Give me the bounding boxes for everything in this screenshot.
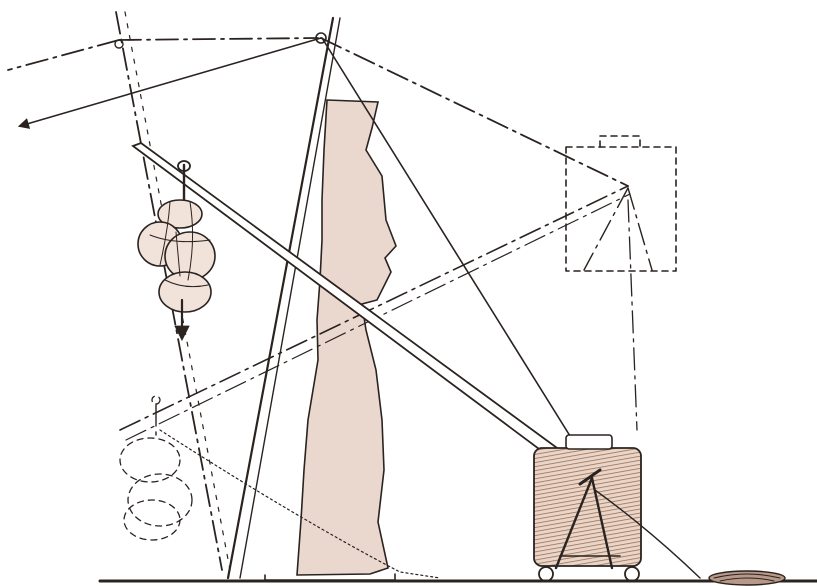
- lever-ghost-upper: [119, 185, 629, 431]
- rope-to-arrow: [17, 37, 322, 129]
- box-strut-left: [554, 476, 594, 570]
- counterweight-box-lid: [565, 434, 613, 450]
- ground-stake-rings: [713, 573, 781, 582]
- dashdot-rope-left: [7, 39, 120, 71]
- dashdot-rope-to-box: [320, 37, 629, 187]
- lever-clamp: [578, 468, 602, 486]
- box-ghost-drop: [627, 199, 638, 431]
- weight-ghost-stone-3: [123, 499, 181, 541]
- dashdot-rope-top: [118, 37, 319, 41]
- back-leg-ghost: [115, 11, 223, 571]
- moai-statue: [296, 99, 397, 576]
- weight-stone-4: [158, 271, 212, 313]
- wheel-left: [538, 566, 554, 582]
- counterweight-box: [533, 447, 642, 567]
- dotted-guide-line: [159, 429, 441, 579]
- weight-hook-ring: [177, 160, 191, 172]
- frame-leg-left-inner: [239, 17, 341, 579]
- weight-net-lines: [149, 201, 211, 288]
- weight-ghost-bundle: [119, 437, 193, 541]
- weight-ghost-stone-2: [127, 473, 193, 527]
- frame-leg-left: [226, 16, 335, 580]
- box-ghost: [565, 146, 677, 272]
- statue-base-step: [264, 573, 396, 581]
- box-ghost-strut-left: [583, 187, 629, 271]
- tether-rope: [594, 489, 701, 579]
- weight-ghost-stone-1: [119, 437, 181, 483]
- weight-bundle: [137, 199, 216, 313]
- frame-leg-right: [321, 37, 591, 469]
- box-strut-right: [590, 476, 614, 570]
- box-ghost-handle: [599, 135, 641, 148]
- weight-ghost-ring: [151, 395, 161, 405]
- box-ghost-strut-right: [627, 187, 653, 271]
- wheel-right: [624, 566, 640, 582]
